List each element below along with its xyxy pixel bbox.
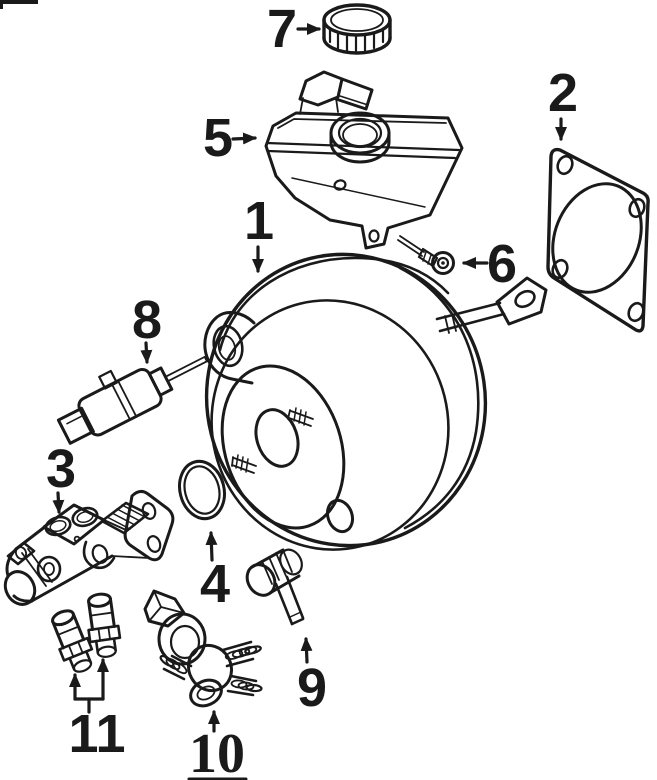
callout-label-1: 1 — [244, 191, 274, 251]
valve-drawing — [143, 589, 263, 708]
callout-label-5: 5 — [203, 108, 233, 168]
callout-arrow-4 — [205, 531, 218, 562]
cylinder-snout — [3, 570, 37, 606]
o-ring-drawing — [178, 459, 226, 521]
scan-edge-artifact — [0, 0, 38, 9]
cylinder-fin-block — [100, 501, 150, 535]
vacuum-sensor-drawing — [56, 355, 208, 445]
gasket-drawing — [546, 147, 650, 333]
callout-label-4: 4 — [200, 554, 230, 614]
callout-label-6: 6 — [487, 234, 517, 294]
booster-stud-upper — [287, 407, 314, 427]
brake-booster-drawing — [203, 252, 548, 551]
booster-lower-hole — [325, 498, 355, 534]
callout-label-7: 7 — [267, 0, 297, 59]
booster-ear-bracket — [203, 310, 256, 385]
callout-label-8: 8 — [132, 290, 162, 350]
callout-labels: 1 2 3 4 5 6 7 8 9 10 11 — [46, 0, 578, 780]
callout-arrow-8 — [140, 341, 153, 364]
sensor-probe-rod — [164, 355, 208, 383]
callout-label-10: 10 — [189, 723, 245, 780]
fitting-drawing — [245, 548, 305, 626]
booster-stud-lower — [231, 454, 257, 474]
callout-arrow-11-bracket — [69, 658, 109, 714]
booster-center-hole — [254, 408, 300, 468]
fluid-reservoir-drawing — [264, 70, 464, 250]
booster-pushrod-clevis — [435, 276, 548, 334]
pressure-switch-right-drawing — [87, 592, 122, 658]
master-cylinder-drawing — [3, 489, 175, 606]
valve-barb-upper-right — [221, 640, 262, 668]
cylinder-flange — [103, 489, 175, 562]
callout-label-2: 2 — [548, 63, 578, 123]
reservoir-cap-drawing — [322, 3, 392, 55]
callout-arrow-9 — [300, 637, 313, 664]
reservoir-filler-neck — [329, 111, 391, 164]
callout-arrow-3 — [52, 491, 65, 514]
callout-label-11: 11 — [68, 704, 125, 764]
screw-drawing — [397, 235, 455, 275]
pressure-switch-left-drawing — [51, 609, 94, 673]
valve-barb-left — [159, 654, 193, 681]
booster-shell-rim — [218, 256, 450, 352]
callout-arrow-5 — [231, 132, 257, 145]
booster-mounting-face — [220, 364, 346, 530]
valve-barb-lower-right — [226, 674, 263, 697]
callout-arrows — [52, 23, 567, 733]
callout-label-3: 3 — [46, 439, 76, 499]
reservoir-bracket — [298, 70, 374, 115]
callout-label-9: 9 — [297, 658, 327, 718]
